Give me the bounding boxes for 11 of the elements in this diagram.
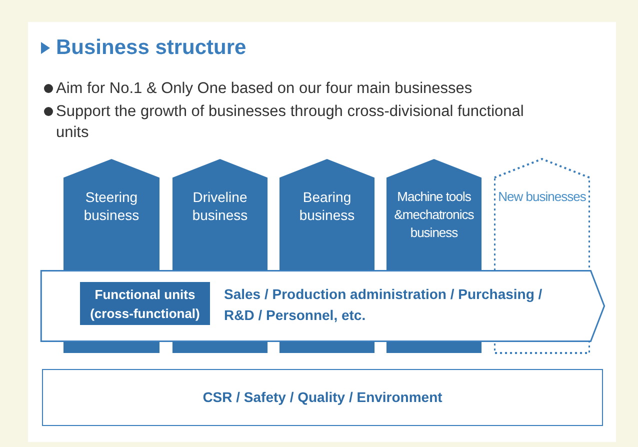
heading: Business structure	[56, 36, 246, 60]
band-text: Sales / Production administration / Purchasing / R&D / Personnel, etc.	[224, 285, 544, 325]
bullet-text: Aim for No.1 & Only One based on our four main businesses	[56, 79, 474, 99]
pillar-label: New businesses	[497, 188, 587, 206]
pillar-label: Bearing business	[298, 188, 356, 224]
functional-units-tag: Functional units (cross-functional)	[80, 282, 210, 325]
pillar-label: Steering business	[82, 188, 140, 224]
bullet-text: Support the growth of businesses through cross-divisional functional units	[56, 102, 525, 143]
base-bar: CSR / Safety / Quality / Environment	[42, 369, 603, 426]
pillar-label: Machine tools &mechatronics business	[393, 188, 475, 242]
pillar-label: Driveline business	[191, 188, 249, 224]
